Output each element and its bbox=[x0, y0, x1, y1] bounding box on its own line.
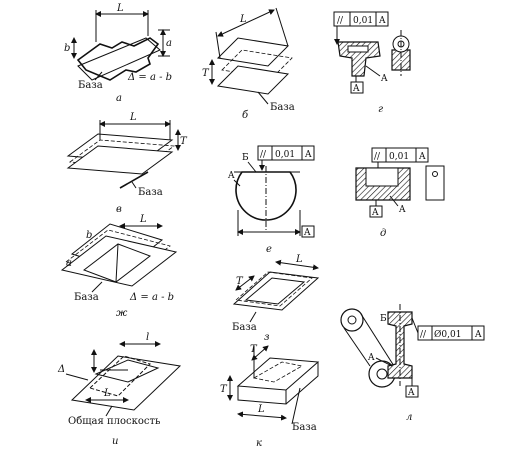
dim-T-z: T bbox=[236, 276, 244, 287]
surface-g: A bbox=[380, 74, 388, 84]
dim-l-i: l bbox=[146, 332, 149, 343]
surface-d: A bbox=[398, 205, 406, 215]
caption-d: д bbox=[380, 228, 386, 239]
tol-val-g: 0,01 bbox=[353, 16, 373, 26]
label-A-l: A bbox=[367, 353, 375, 363]
dim-L-i: L bbox=[103, 388, 111, 399]
tol-sym-e: // bbox=[260, 150, 267, 160]
base-label-v: База bbox=[138, 187, 163, 198]
formula-a: Δ = a - b bbox=[127, 72, 172, 83]
tol-val-d: 0,01 bbox=[389, 152, 409, 162]
tol-sym-g: // bbox=[337, 16, 344, 26]
panel-zh: L b a База Δ = a - b ж bbox=[60, 214, 178, 319]
datum-d: A bbox=[371, 208, 379, 218]
caption-e: е bbox=[266, 244, 272, 255]
tol-datum-d: A bbox=[418, 152, 426, 162]
caption-z: з bbox=[264, 332, 269, 343]
tol-datum-e: A bbox=[304, 150, 312, 160]
panel-e: // 0,01 A Б A A е bbox=[227, 145, 315, 255]
dim-L-zh: L bbox=[139, 214, 147, 225]
tol-val-e: 0,01 bbox=[275, 150, 295, 160]
tol-datum-l: A bbox=[474, 330, 482, 340]
datum-e: A bbox=[303, 228, 311, 238]
dim-L-z: L bbox=[295, 254, 303, 265]
dim-T1-k: T bbox=[250, 344, 258, 355]
caption-v: в bbox=[116, 204, 122, 215]
panel-a: L b a База Δ = a - b а bbox=[64, 3, 172, 104]
base-label-b: База bbox=[270, 102, 295, 113]
dim-T-v: T bbox=[180, 136, 188, 147]
label-B-e: Б bbox=[242, 153, 249, 163]
panel-z: L T База з bbox=[232, 254, 320, 343]
dim-a-a: a bbox=[166, 38, 172, 49]
caption-l: л bbox=[406, 412, 412, 423]
dim-L-a: L bbox=[116, 3, 124, 14]
dim-T2-k: T bbox=[220, 384, 228, 395]
base-label-zh: База bbox=[74, 292, 99, 303]
panel-d: // 0,01 A A A д bbox=[355, 147, 445, 239]
base-label-k: База bbox=[292, 422, 317, 433]
dim-a-zh: a bbox=[66, 258, 72, 269]
panel-l: // Ø0,01 A Б A A л bbox=[340, 304, 485, 423]
datum-g: A bbox=[352, 84, 360, 94]
caption-g: г bbox=[378, 104, 383, 115]
panel-g: // 0,01 A A A г bbox=[333, 11, 411, 115]
caption-b: б bbox=[242, 110, 249, 121]
caption-a: а bbox=[116, 93, 122, 104]
dim-b-a: b bbox=[64, 43, 70, 54]
dim-b-zh: b bbox=[86, 230, 92, 241]
label-A-e: A bbox=[227, 171, 235, 181]
dim-delta-i: Δ bbox=[57, 364, 65, 375]
formula-zh: Δ = a - b bbox=[129, 292, 174, 303]
common-plane-i: Общая плоскость bbox=[68, 416, 161, 427]
tol-val-l: Ø0,01 bbox=[434, 329, 461, 340]
panel-v: L T База в bbox=[66, 112, 188, 215]
panel-k: T T L База к bbox=[220, 344, 320, 449]
caption-k: к bbox=[256, 438, 262, 449]
caption-i: и bbox=[112, 436, 118, 447]
caption-zh: ж bbox=[116, 308, 128, 319]
base-label-a: База bbox=[78, 80, 103, 91]
tol-sym-d: // bbox=[374, 152, 381, 162]
tol-datum-g: A bbox=[378, 16, 386, 26]
panel-i: l Δ L Общая плоскость и bbox=[57, 332, 182, 447]
base-label-z: База bbox=[232, 322, 257, 333]
tol-sym-l: // bbox=[420, 330, 427, 340]
datum-l: A bbox=[407, 388, 415, 398]
label-B-l: Б bbox=[380, 314, 387, 324]
dim-L-k: L bbox=[257, 404, 265, 415]
dim-L-v: L bbox=[129, 112, 137, 123]
dim-L-b: L bbox=[239, 14, 247, 25]
dim-T-b: T bbox=[202, 68, 210, 79]
panel-b: L T База б bbox=[202, 7, 295, 121]
